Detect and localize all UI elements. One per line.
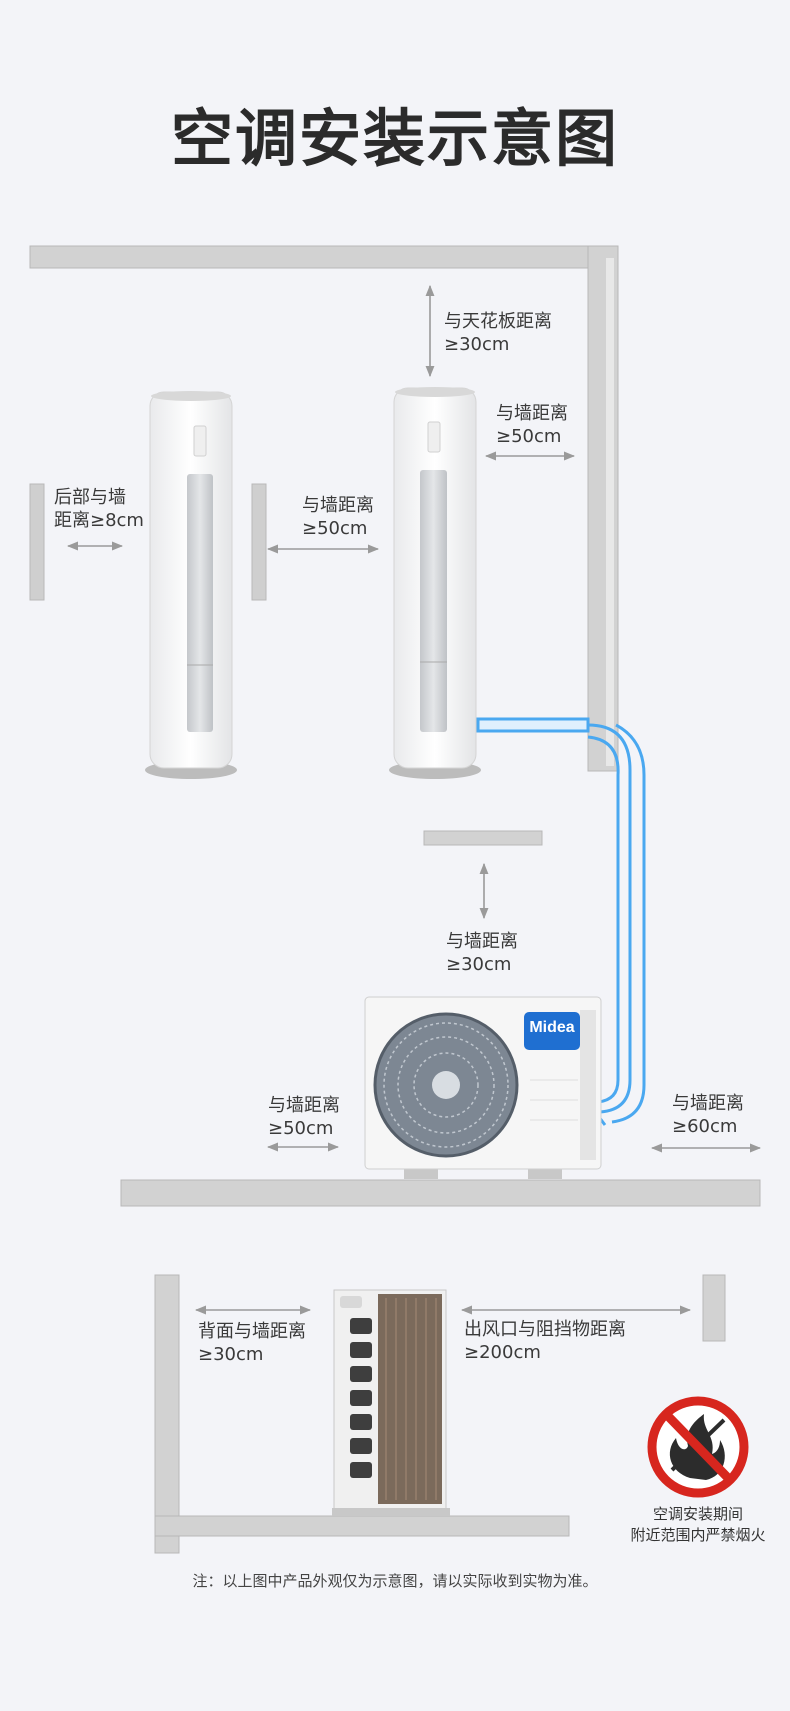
label-line: ≥60cm [672, 1116, 738, 1137]
label-line: 后部与墙 [54, 487, 126, 508]
indoor-unit-right [389, 387, 481, 779]
label-line: ≥30cm [444, 334, 510, 355]
label-line: ≥50cm [496, 426, 562, 447]
label-line: 与墙距离 [672, 1093, 744, 1114]
label-side-outlet: 出风口与阻挡物距离 ≥200cm [464, 1318, 626, 1364]
label-line: 与墙距离 [446, 931, 518, 952]
side-wall-middle [251, 483, 267, 601]
label-line: ≥30cm [446, 954, 512, 975]
label-outdoor-left: 与墙距离 ≥50cm [268, 1094, 340, 1140]
label-line: 出风口与阻挡物距离 [464, 1319, 626, 1340]
fan-icon [373, 1012, 519, 1158]
label-outdoor-top: 与墙距离 ≥30cm [446, 930, 518, 976]
refrigerant-pipe [476, 717, 646, 1126]
warning-line: 空调安装期间 [652, 1505, 743, 1523]
label-line: ≥30cm [198, 1344, 264, 1365]
ground-slab [120, 1179, 761, 1207]
label-line: 与天花板距离 [444, 311, 552, 332]
disclaimer-note: 注：以上图中产品外观仅为示意图，请以实际收到实物为准。 [192, 1572, 598, 1590]
label-indoor-right-wall: 与墙距离 ≥50cm [496, 402, 568, 448]
label-outdoor-right: 与墙距离 ≥60cm [672, 1092, 744, 1138]
back-wall-left [29, 483, 45, 601]
label-line: 背面与墙距离 [198, 1321, 306, 1342]
warning-line: 附近范围内严禁烟火 [630, 1526, 766, 1544]
label-line: ≥50cm [302, 518, 368, 539]
wall-fragment-top [423, 830, 543, 846]
label-line: 与墙距离 [268, 1095, 340, 1116]
double-arrow-icon [66, 284, 762, 1315]
outdoor-unit-side-view [332, 1289, 450, 1516]
no-fire-icon [647, 1396, 749, 1498]
outdoor-unit [364, 996, 602, 1179]
label-line: 距离≥8cm [54, 510, 144, 531]
brand-logo: Midea [529, 1019, 575, 1036]
label-ceiling-distance: 与天花板距离 ≥30cm [444, 310, 552, 356]
label-side-wall: 与墙距离 ≥50cm [302, 494, 374, 540]
fire-warning: 空调安装期间 附近范围内严禁烟火 [613, 1504, 783, 1546]
room-ceiling-wall [29, 245, 619, 772]
page-title: 空调安装示意图 [170, 102, 619, 175]
indoor-unit-left [145, 391, 237, 779]
label-back-wall: 后部与墙 距离≥8cm [54, 486, 144, 532]
label-line: 与墙距离 [496, 403, 568, 424]
label-line: 与墙距离 [302, 495, 374, 516]
label-line: ≥50cm [268, 1118, 334, 1139]
label-side-back: 背面与墙距离 ≥30cm [198, 1320, 306, 1366]
label-line: ≥200cm [464, 1342, 541, 1363]
side-view-walls [154, 1274, 726, 1554]
